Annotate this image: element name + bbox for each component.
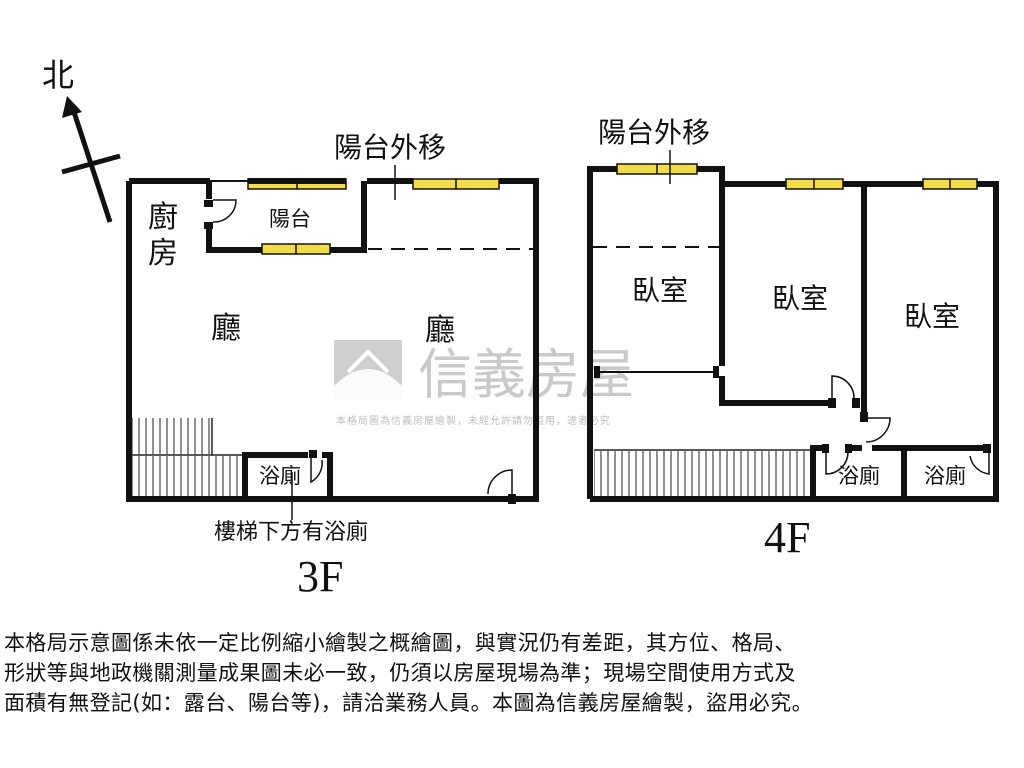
door	[309, 450, 323, 484]
door	[822, 444, 852, 475]
balcony-move-label: 陽台外移	[334, 131, 446, 164]
living-room-left-label: 廳	[211, 311, 241, 346]
exterior-wall	[587, 166, 999, 502]
disclaimer-line: 形狀等與地政機關測量成果圖未必一致，仍須以房屋現場為準；現場空間使用方式及	[4, 661, 796, 685]
watermark-brand: 信義房屋	[418, 343, 634, 406]
door	[969, 444, 991, 475]
north-label: 北	[42, 56, 74, 94]
window	[412, 178, 500, 190]
bathroom-2-label: 浴廁	[924, 464, 966, 488]
bedroom-3-label: 臥室	[904, 300, 960, 333]
kitchen-char-1: 廚	[148, 200, 178, 235]
window	[616, 163, 698, 175]
floor-plan-drawing: 北 信義房屋 本格局圖為信義房屋繪製，未經允許請勿盜用，違者必究	[42, 56, 999, 601]
staircase	[132, 418, 244, 496]
bathroom-wall	[810, 445, 985, 499]
disclaimer-line: 本格局示意圖係未依一定比例縮小繪製之概繪圖，與實況仍有差距，其方位、格局、	[4, 631, 796, 655]
staircase	[594, 449, 812, 496]
door	[860, 412, 891, 443]
interior-wall	[719, 376, 830, 406]
window	[922, 178, 978, 190]
bathroom-label: 浴廁	[259, 464, 301, 488]
window	[261, 243, 331, 255]
living-room-right-label: 廳	[425, 313, 455, 348]
kitchen-label-chars: 廚 房	[148, 200, 188, 271]
bedroom-2-label: 臥室	[772, 282, 828, 315]
balcony-wall	[206, 181, 367, 253]
floor-4f: 陽台外移 臥室 臥室 臥室 浴廁 浴廁 4F	[587, 116, 999, 562]
kitchen-label: 廚 房	[148, 200, 188, 271]
kitchen-char-2: 房	[148, 236, 178, 271]
door	[204, 199, 237, 229]
compass: 北	[42, 56, 121, 223]
disclaimer-text: 本格局示意圖係未依一定比例縮小繪製之概繪圖，與實況仍有差距，其方位、格局、 形狀…	[4, 628, 1020, 718]
entrance-door	[487, 469, 516, 504]
door	[828, 375, 860, 408]
bathroom-1-label: 浴廁	[838, 464, 880, 488]
floor-3f: 陽台外移 陽台 廚 房 廳 廳 浴廁 樓梯下方有浴廁 3F	[126, 131, 539, 601]
bedroom-1-label: 臥室	[632, 274, 688, 307]
balcony-label: 陽台	[269, 207, 311, 231]
exterior-wall	[126, 178, 539, 502]
floor-level-3f: 3F	[297, 552, 343, 601]
disclaimer-line: 面積有無登記(如：露台、陽台等)，請洽業務人員。本圖為信義房屋繪製，盜用必究。	[4, 691, 813, 715]
watermark-notice: 本格局圖為信義房屋繪製，未經允許請勿盜用，違者必究	[336, 414, 611, 427]
stair-bath-note: 樓梯下方有浴廁	[214, 520, 368, 545]
floor-level-4f: 4F	[764, 513, 810, 562]
bathroom-wall	[242, 452, 333, 499]
window	[785, 178, 844, 190]
balcony-move-label: 陽台外移	[598, 116, 710, 149]
